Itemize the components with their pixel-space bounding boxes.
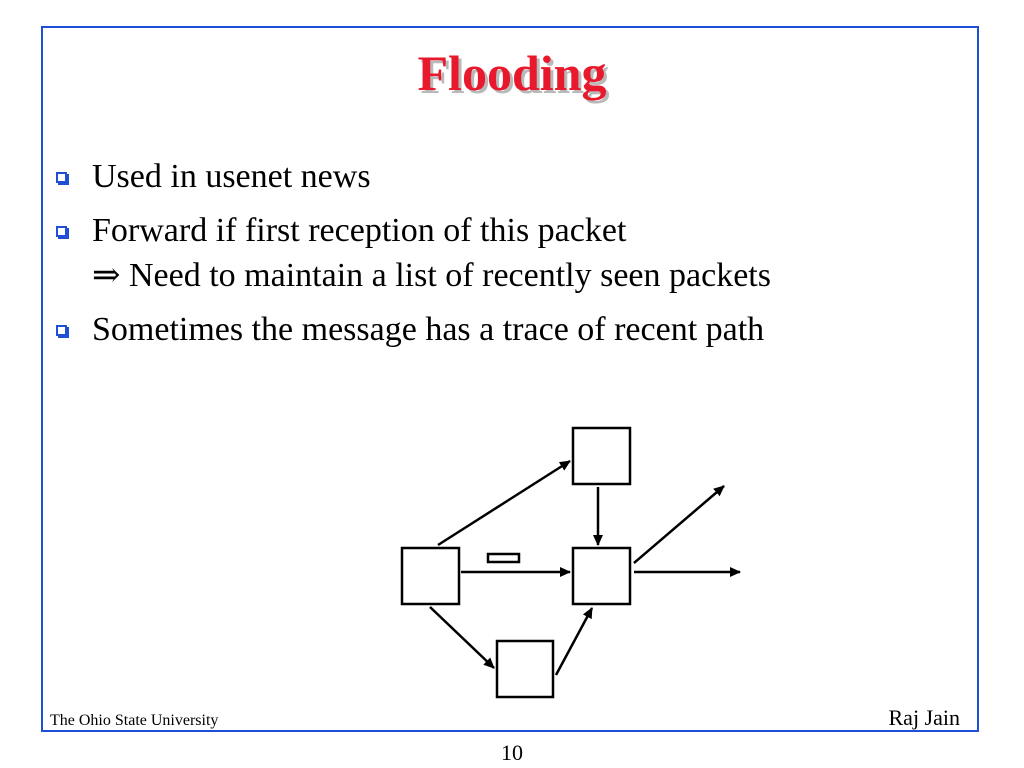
bullet-text: Used in usenet news [92, 158, 371, 195]
node-middle [571, 546, 632, 606]
bullet-item: Forward if first reception of this packe… [54, 208, 954, 298]
bullet-text: Sometimes the message has a trace of rec… [92, 311, 765, 348]
footer-author: Raj Jain [888, 705, 961, 730]
edge-source-bottom [429, 606, 495, 669]
bullet-subtext: ⇒ Need to maintain a list of recently se… [92, 257, 771, 294]
checkbox-bullet-icon [56, 325, 67, 336]
node-source [400, 546, 461, 606]
checkbox-bullet-icon [56, 226, 67, 237]
bullet-text: Forward if first reception of this packe… [92, 212, 627, 249]
bullet-item: Sometimes the message has a trace of rec… [54, 307, 954, 352]
node-bottom [495, 639, 555, 699]
edge-bottom-middle [554, 607, 594, 676]
bullet-item: Used in usenet news [54, 154, 954, 199]
slide-frame [41, 26, 979, 732]
page-number: 10 [501, 740, 523, 765]
bullet-list: Used in usenet news Forward if first rec… [54, 154, 954, 361]
edge-middle-out-upper [633, 485, 725, 564]
packet-icon [486, 552, 521, 564]
checkbox-bullet-icon [56, 172, 67, 183]
footer-institution: The Ohio State University [50, 712, 219, 729]
edge-source-top [437, 459, 571, 547]
slide-title: Flooding [417, 45, 607, 101]
node-top [571, 426, 632, 486]
